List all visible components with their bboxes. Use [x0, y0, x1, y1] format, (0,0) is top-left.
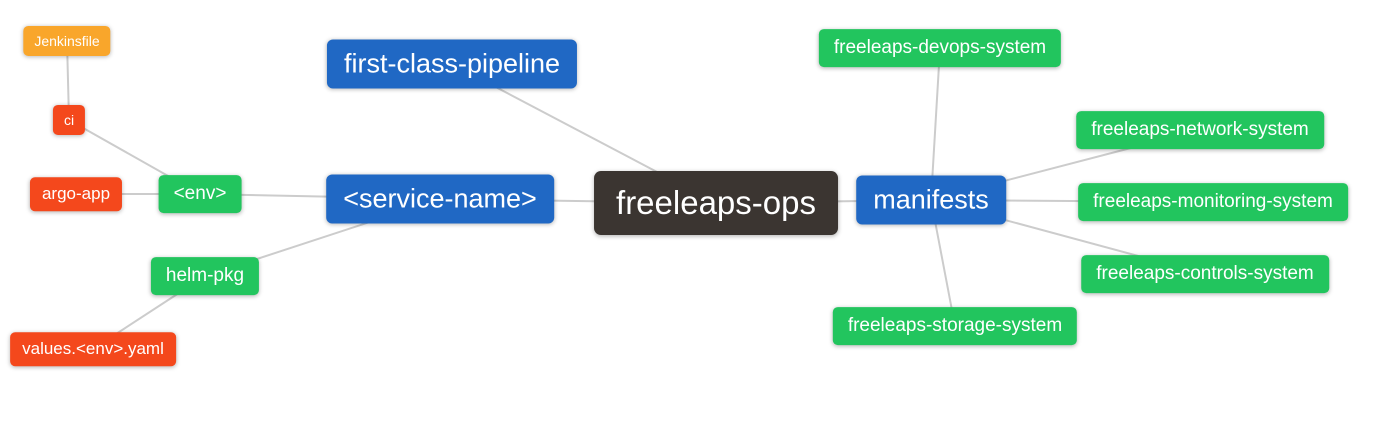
node-freeleaps-devops-system[interactable]: freeleaps-devops-system	[818, 29, 1062, 67]
node-helm-pkg[interactable]: helm-pkg	[150, 257, 260, 295]
node-env[interactable]: <env>	[158, 175, 242, 213]
node-freeleaps-network-system[interactable]: freeleaps-network-system	[1076, 111, 1324, 149]
node-argo-app[interactable]: argo-app	[29, 177, 123, 211]
node-freeleaps-storage-system[interactable]: freeleaps-storage-system	[832, 307, 1078, 345]
node-manifests[interactable]: manifests	[856, 175, 1006, 225]
node-jenkinsfile[interactable]: Jenkinsfile	[23, 25, 111, 57]
node-freeleaps-controls-system[interactable]: freeleaps-controls-system	[1081, 255, 1329, 293]
node-ci[interactable]: ci	[52, 104, 86, 136]
node-values-env-yaml[interactable]: values.<env>.yaml	[10, 332, 176, 366]
node-service-name[interactable]: <service-name>	[326, 174, 554, 224]
node-first-class-pipeline[interactable]: first-class-pipeline	[326, 39, 578, 89]
edge-manifests-devops_system	[930, 47, 941, 201]
node-freeleaps-ops[interactable]: freeleaps-ops	[594, 171, 838, 235]
node-freeleaps-monitoring-system[interactable]: freeleaps-monitoring-system	[1078, 183, 1348, 221]
